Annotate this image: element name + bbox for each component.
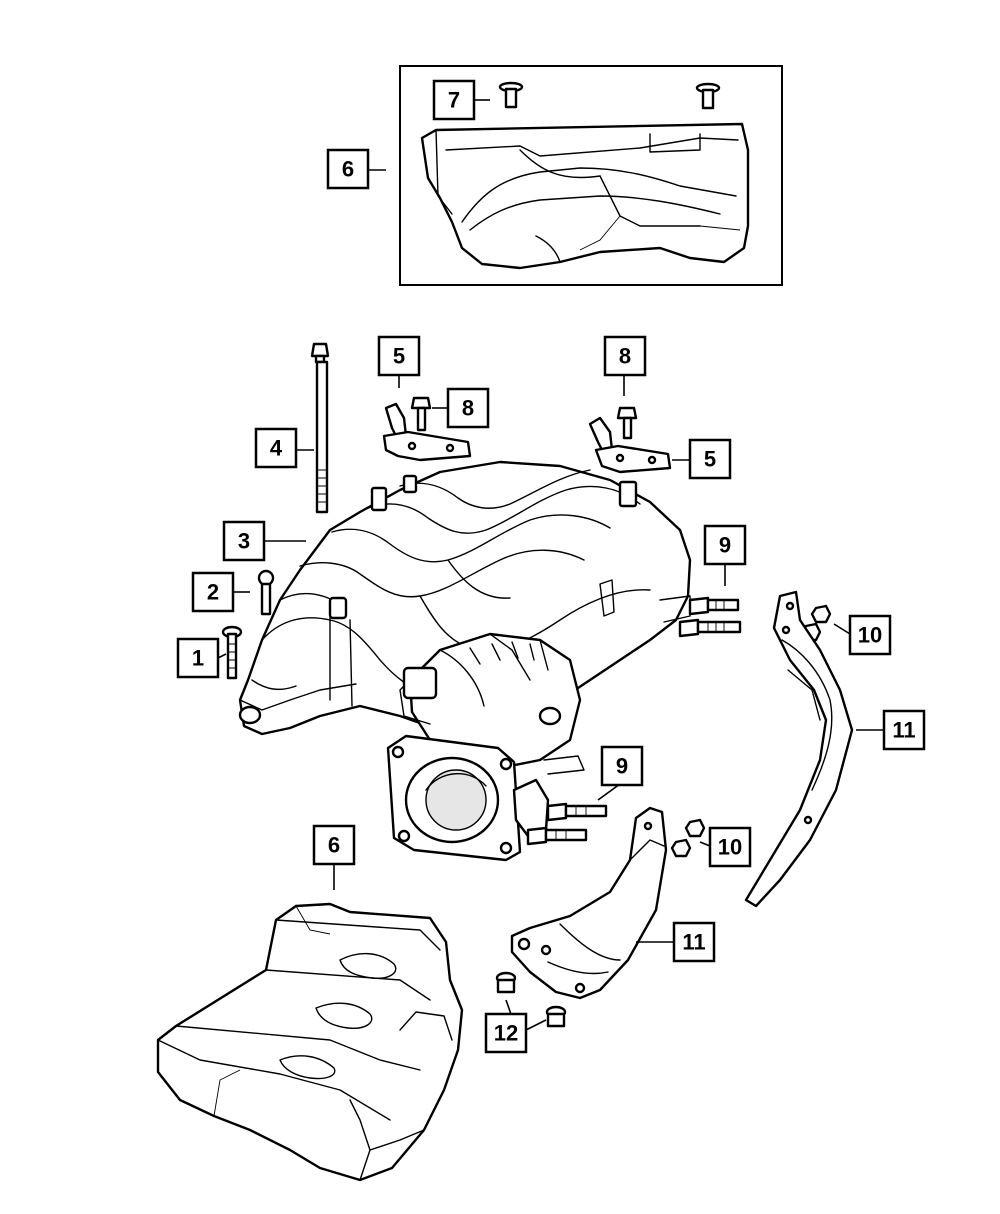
lower-engine-cover-drawing [156,902,464,1182]
callout-12: 12 [484,1012,528,1054]
callout-11-lower-label: 11 [682,930,705,955]
support-bracket-lower-drawing [510,806,668,1000]
cover-screw-left-drawing [498,81,524,109]
callout-5-right: 5 [688,438,732,480]
callout-6-top-label: 6 [342,157,354,182]
callout-5-left-label: 5 [393,344,405,369]
callout-9-lower-label: 9 [616,754,628,779]
manifold-bolt-drawing [221,625,243,680]
callout-6-top: 6 [326,148,370,190]
callout-12-label: 12 [494,1021,518,1046]
callout-9-lower: 9 [600,745,644,787]
callout-1-label: 1 [192,646,204,671]
bolt-8b-drawing [616,406,638,440]
callout-6-bottom-label: 6 [328,833,340,858]
callout-11-upper: 11 [882,709,926,751]
callout-3: 3 [222,520,266,562]
callout-11-upper-label: 11 [892,718,915,743]
callout-8-right-label: 8 [619,344,631,369]
callout-5-right-label: 5 [704,447,716,472]
cover-screw-right-drawing [695,82,721,110]
callout-10-upper: 10 [848,614,892,656]
inset-frame [399,65,783,286]
callout-10-upper-label: 10 [858,623,882,648]
callout-7-label: 7 [448,88,460,113]
bolt-12-right-drawing [545,1005,567,1028]
callout-7: 7 [432,79,476,121]
callout-10-lower: 10 [708,826,752,868]
intake-manifold-drawing [238,460,692,862]
bolt-8a-drawing [410,396,432,432]
callout-2-label: 2 [207,580,219,605]
stud-9-lower-drawing [526,802,608,846]
bolt-12-left-drawing [495,971,517,994]
callout-6-bottom: 6 [312,824,356,866]
bracket-right-drawing [588,416,672,474]
callout-11-lower: 11 [672,921,716,963]
callout-4-label: 4 [270,436,283,461]
callout-3-label: 3 [238,529,250,554]
callout-9-upper-label: 9 [719,533,731,558]
callout-10-lower-label: 10 [718,835,742,860]
callout-2: 2 [191,571,235,613]
manifold-stud-drawing [257,569,275,616]
callout-4: 4 [254,427,298,469]
bracket-left-drawing [382,402,472,462]
upper-engine-cover-drawing [420,122,750,270]
callout-8-left: 8 [446,387,490,429]
callout-9-upper: 9 [703,524,747,566]
nut-10-lower-drawing [670,818,706,858]
stud-9-upper-drawing [678,596,742,638]
callout-8-right: 8 [603,335,647,377]
callout-8-left-label: 8 [462,396,474,421]
callout-5-left: 5 [377,335,421,377]
long-bolt-drawing [310,342,330,514]
callout-1: 1 [176,637,220,679]
leader-lines [217,99,884,1035]
support-bracket-right-drawing [744,590,854,908]
